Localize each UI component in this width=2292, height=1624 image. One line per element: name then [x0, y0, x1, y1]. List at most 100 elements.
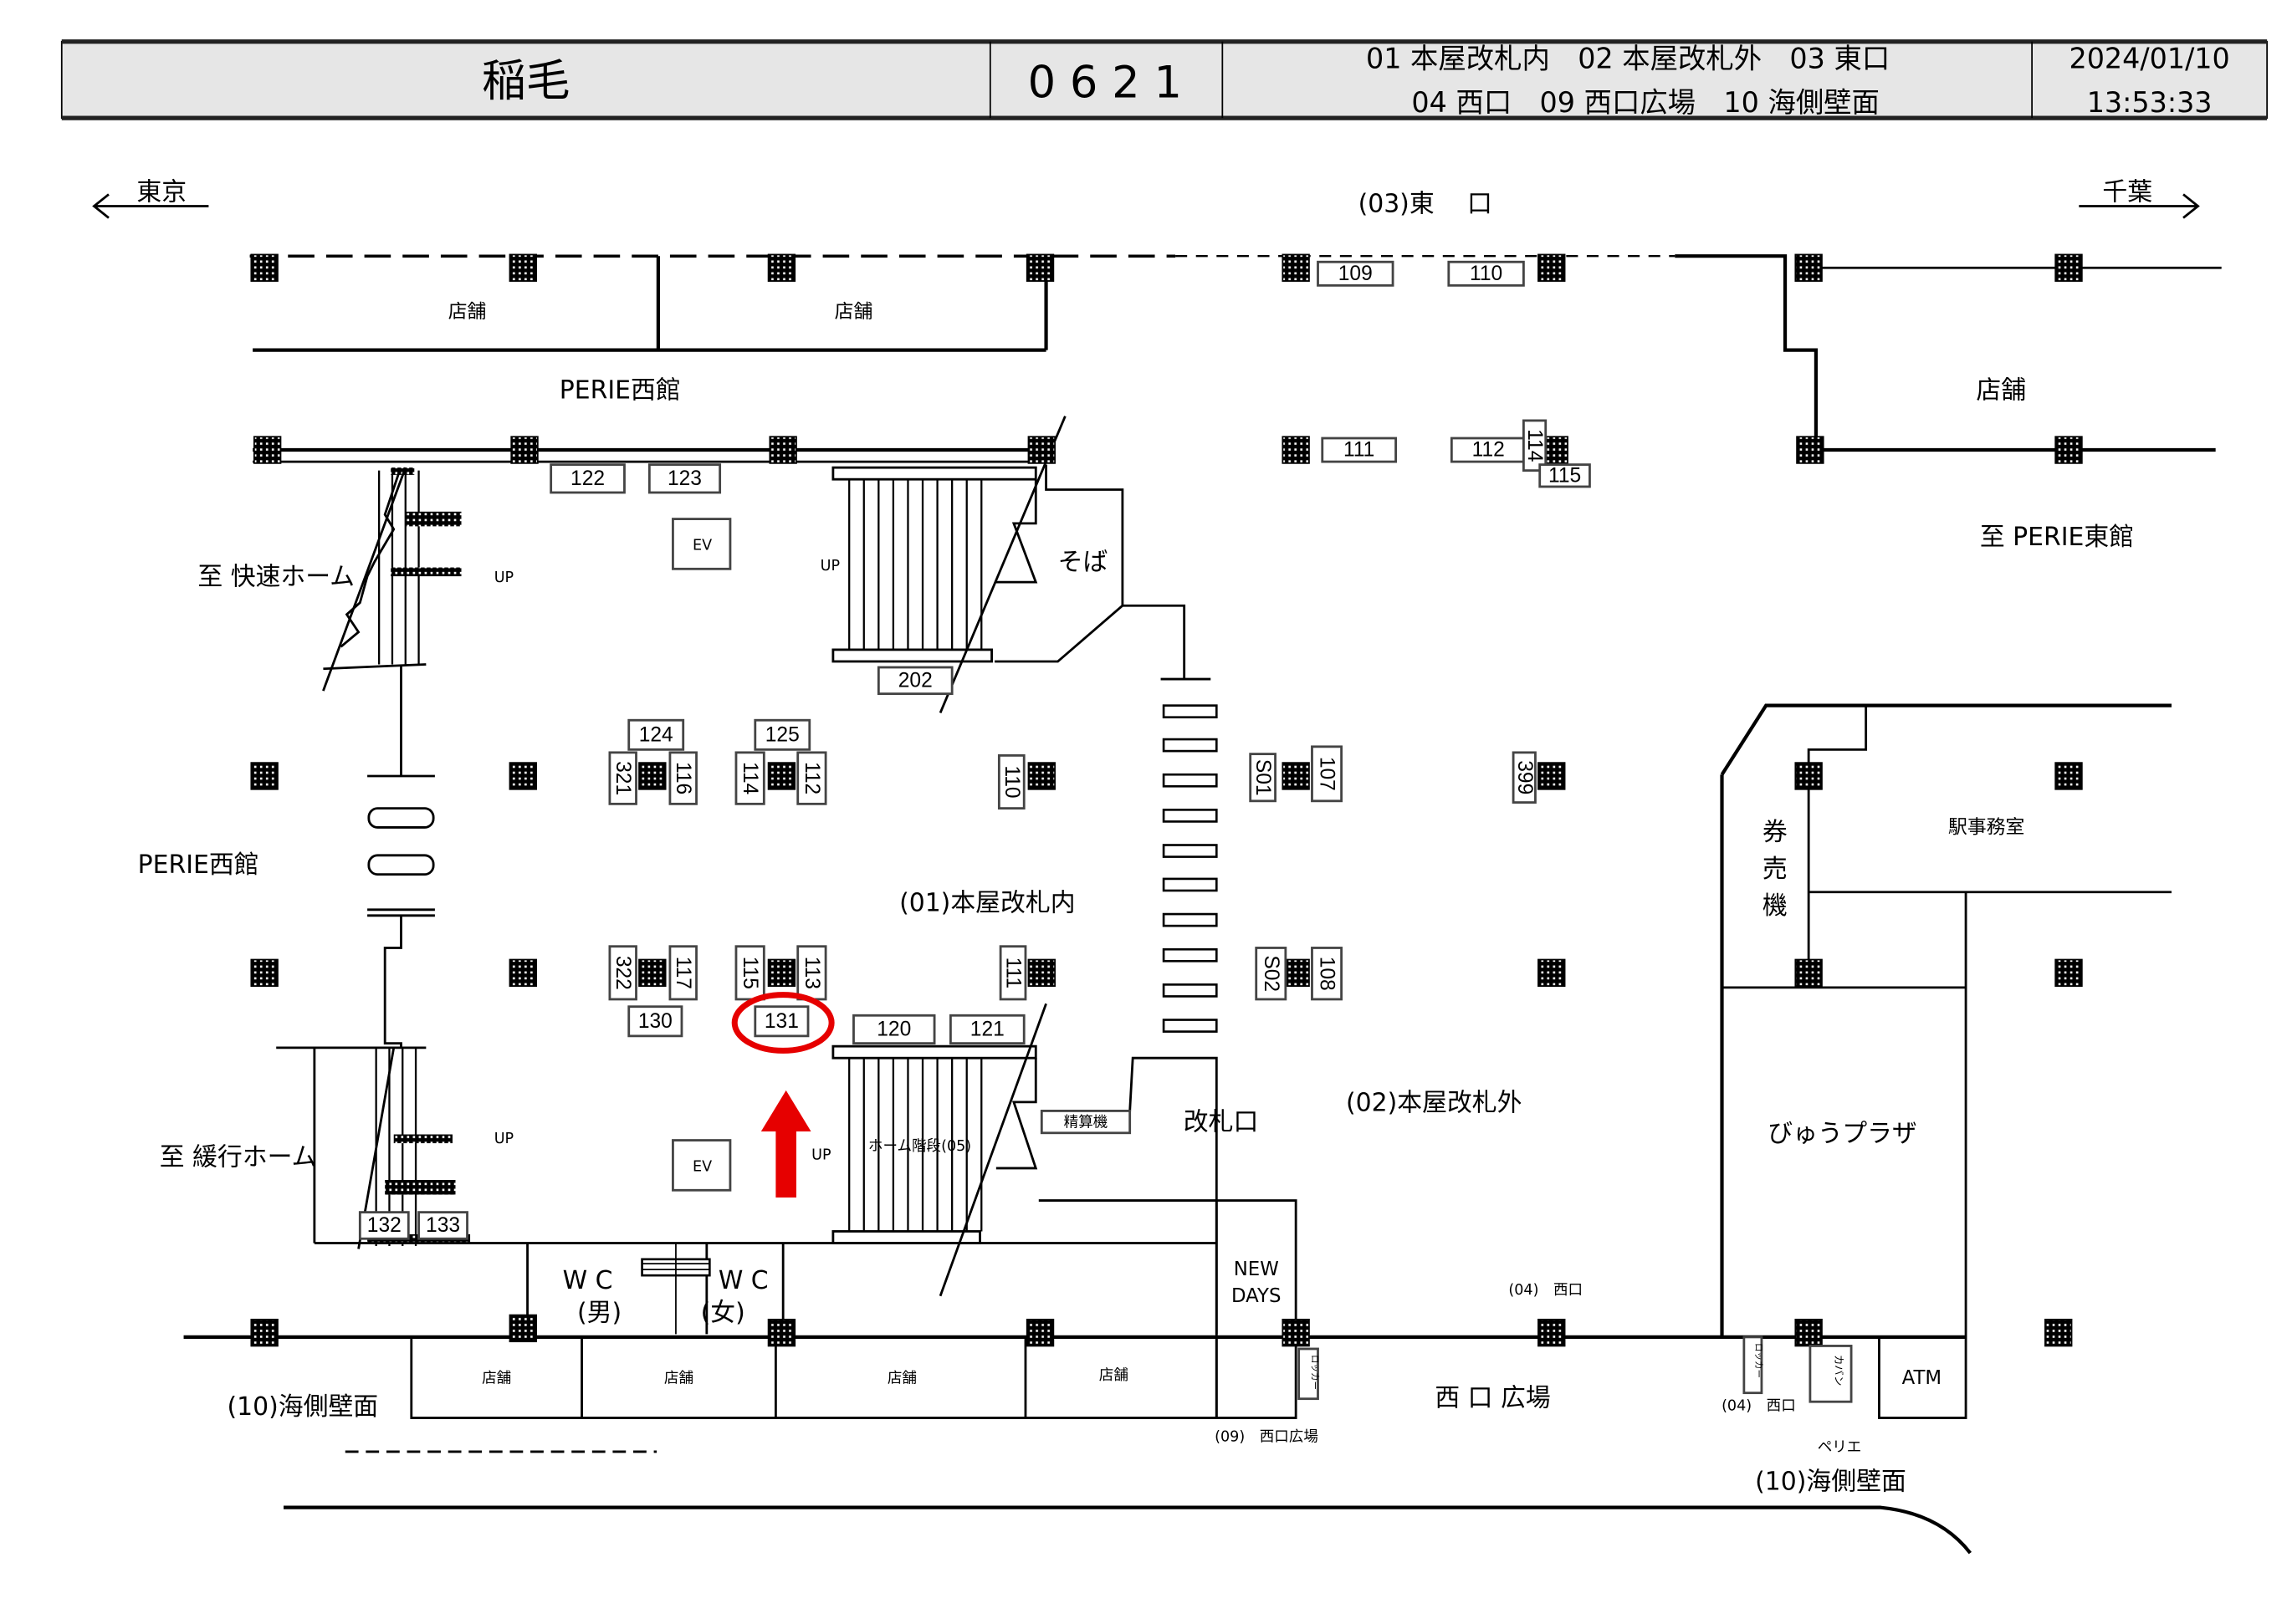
red-arrow-up-icon — [760, 1090, 811, 1198]
svg-text:EV: EV — [693, 537, 712, 554]
ad-booth-112[interactable]: 112 — [1450, 437, 1527, 463]
ad-booth-108[interactable]: 108 — [1311, 947, 1343, 1001]
ad-booth-131[interactable]: 131 — [754, 1005, 810, 1038]
ad-booth-202[interactable]: 202 — [877, 666, 954, 696]
booth-frame — [949, 1014, 1026, 1045]
svg-text:東京: 東京 — [136, 177, 187, 207]
ad-booth-130[interactable]: 130 — [627, 1005, 683, 1038]
pillar — [250, 253, 279, 282]
booth-number: 114 — [1523, 429, 1546, 462]
ad-booth-125[interactable]: 125 — [754, 718, 811, 751]
ad-booth-S02[interactable]: S02 — [1255, 947, 1287, 1001]
view-plaza-label: びゅうプラザ — [1768, 1119, 1916, 1148]
ad-booth-111[interactable]: 111 — [1321, 437, 1397, 463]
svg-text:EV: EV — [693, 1158, 712, 1175]
ad-booth-S01[interactable]: S01 — [1249, 753, 1276, 803]
pillar — [638, 958, 667, 988]
tactile-marker — [1162, 704, 1218, 719]
booth-number: 115 — [1548, 464, 1581, 487]
ad-booth-132[interactable]: 132 — [358, 1211, 410, 1240]
pillar — [1794, 762, 1823, 790]
booth-frame — [754, 1005, 810, 1038]
ad-booth-115[interactable]: 115 — [1538, 463, 1591, 488]
ad-booth-123[interactable]: 123 — [647, 463, 722, 494]
pillar — [2054, 436, 2083, 464]
home-stairs-label: ホーム階段(05) — [868, 1138, 971, 1155]
booth-number: 112 — [1472, 439, 1505, 462]
perie-west-label: PERIE西館 — [138, 850, 259, 880]
ad-booth-116[interactable]: 116 — [668, 751, 698, 805]
booth-frame — [608, 751, 637, 805]
to-local-platform-label: 至 緩行ホーム — [160, 1142, 317, 1172]
date: 2024/01/10 — [2069, 42, 2229, 74]
ad-booth-110[interactable]: 110 — [1447, 260, 1525, 287]
tactile-marker — [1162, 738, 1218, 753]
elevator-lower[interactable]: EV — [672, 1139, 732, 1192]
booth-number: 123 — [668, 467, 702, 490]
booth-number: 321 — [611, 761, 634, 795]
ad-booth-112[interactable]: 112 — [796, 751, 827, 805]
station-code: 0 6 2 1 — [1028, 58, 1182, 109]
pillar — [1282, 436, 1310, 464]
perie-west-label: PERIE西館 — [560, 376, 681, 406]
ad-booth-111[interactable]: 111 — [999, 945, 1027, 1001]
booth-number: 107 — [1316, 757, 1338, 791]
newdays-label: DAYS — [1231, 1285, 1281, 1307]
wc-men-label: (男) — [577, 1299, 622, 1328]
tactile-marker — [1162, 947, 1218, 963]
arrow-right-icon — [2079, 193, 2200, 219]
fare-adjust-machine: 精算機 — [1040, 1110, 1132, 1135]
ad-booth-114[interactable]: 114 — [1522, 419, 1548, 472]
pillar — [2054, 958, 2083, 988]
booth-frame — [627, 718, 685, 751]
tactile-marker — [1162, 773, 1218, 788]
west-plaza-code-label: (09) 西口広場 — [1215, 1429, 1318, 1446]
ad-booth-117[interactable]: 117 — [668, 945, 698, 1001]
ad-booth-399[interactable]: 399 — [1512, 751, 1537, 804]
ticket-machine-label: 売 — [1762, 855, 1788, 884]
ad-booth-322[interactable]: 322 — [608, 945, 637, 1001]
pillar — [767, 762, 796, 790]
ad-booth-113[interactable]: 113 — [796, 945, 827, 1001]
pillar — [2044, 1318, 2073, 1347]
ad-booth-109[interactable]: 109 — [1317, 260, 1394, 287]
hatched-step — [391, 467, 415, 475]
shop-label: 店舗 — [888, 1370, 917, 1387]
ad-booth-115[interactable]: 115 — [734, 945, 765, 1001]
pillar — [767, 1318, 796, 1347]
hatched-step — [385, 1179, 456, 1195]
elevator-upper[interactable]: EV — [672, 518, 732, 570]
pillar — [509, 253, 537, 282]
ad-booth-321[interactable]: 321 — [608, 751, 637, 805]
booth-frame — [999, 945, 1027, 1001]
ad-booth-120[interactable]: 120 — [852, 1014, 936, 1045]
ad-booth-114[interactable]: 114 — [734, 751, 765, 805]
booth-number: 116 — [672, 762, 694, 794]
pillar — [1794, 253, 1823, 282]
svg-text:ロッカー: ロッカー — [1753, 1343, 1763, 1378]
booth-number: 399 — [1513, 760, 1536, 794]
booth-frame — [417, 1211, 468, 1240]
booth-number: 121 — [970, 1018, 1005, 1040]
booth-frame — [1311, 745, 1343, 803]
station-office-label: 駅事務室 — [1948, 816, 2024, 838]
booth-number: 111 — [1343, 439, 1374, 462]
pillar — [2054, 762, 2083, 790]
ad-booth-110[interactable]: 110 — [997, 753, 1026, 810]
booth-number: 133 — [426, 1214, 460, 1237]
booth-number: 122 — [570, 467, 605, 490]
shop-label: 店舗 — [448, 301, 487, 323]
ad-booth-133[interactable]: 133 — [417, 1211, 468, 1240]
pillar — [1282, 762, 1310, 790]
ad-booth-122[interactable]: 122 — [550, 463, 626, 494]
highlight-circle — [731, 992, 835, 1054]
up-label: UP — [811, 1147, 831, 1163]
ad-booth-121[interactable]: 121 — [949, 1014, 1026, 1045]
booth-number: 115 — [739, 957, 761, 989]
ad-booth-124[interactable]: 124 — [627, 718, 685, 751]
header-bar: 稲毛 0 6 2 1 01 本屋改札内 02 本屋改札外 03 東口 04 西口… — [60, 39, 2269, 120]
map-labels: (03)東 口 店舗 店舗 PERIE西館 店舗 至 PERIE東館 至 快速ホ… — [138, 190, 2134, 1497]
ad-booth-107[interactable]: 107 — [1311, 745, 1343, 803]
soba-label: そば — [1058, 548, 1108, 577]
